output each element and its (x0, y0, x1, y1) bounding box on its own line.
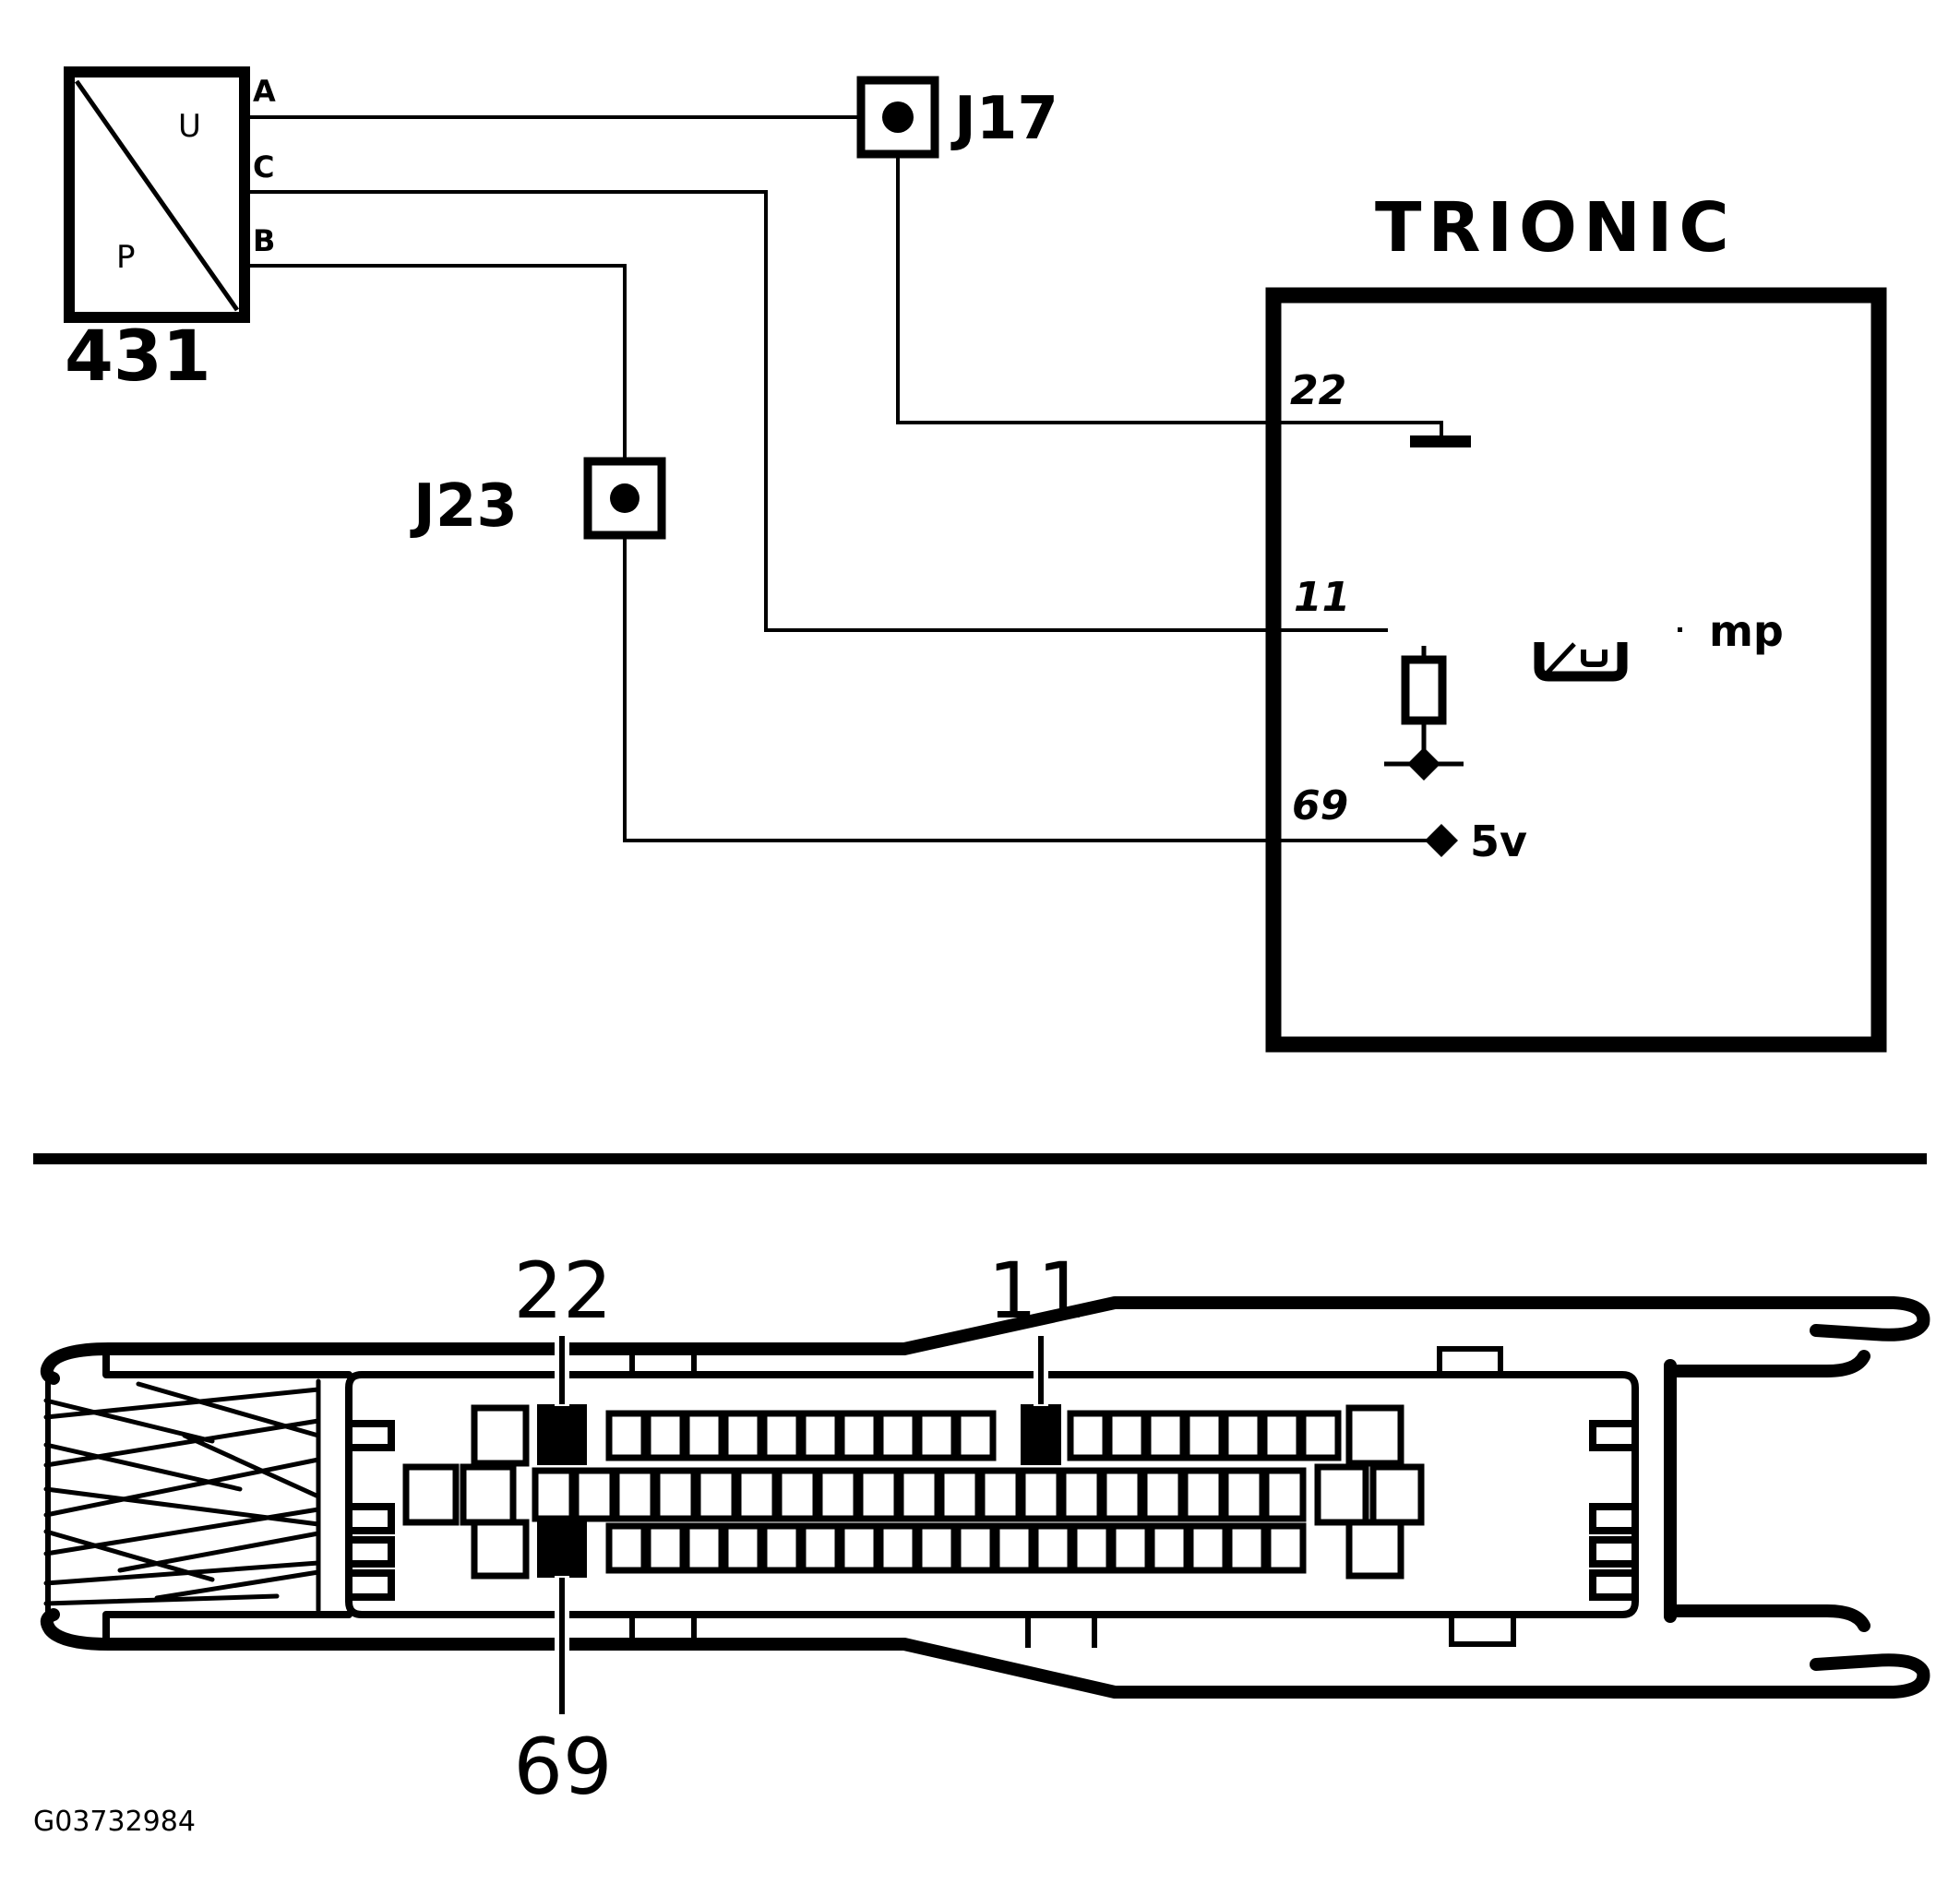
ground-symbol (1410, 435, 1471, 447)
housing-tabs (629, 1345, 1516, 1648)
pin-row-bottom (471, 1519, 1404, 1580)
callout-pin-69: 69 (514, 1722, 613, 1812)
pin-row-top (471, 1404, 1404, 1467)
ecu-pin22-label: 22 (1290, 367, 1346, 414)
sensor-pin-a-label: A (253, 74, 276, 109)
supply-node-diamond (1425, 824, 1458, 857)
ecu-title: TRIONIC (1375, 188, 1736, 268)
pressure-temp-sensor-431: U P 431 (64, 66, 250, 397)
wire-b-to-pin69 (246, 264, 1428, 842)
junction-dot (610, 483, 639, 513)
ecu-internal-label: mp (1709, 606, 1784, 656)
junction-j23: J23 (410, 457, 666, 541)
ecu-pin69-label: 69 (1292, 782, 1348, 829)
junction-j17: J17 (856, 76, 1058, 159)
sensor-symbol-u: U (178, 108, 201, 145)
pin-69-black (537, 1519, 587, 1578)
pin-callout-leaders (555, 1334, 1048, 1718)
supply-label: 5v (1470, 817, 1527, 866)
sensor-pin-b-label: B (253, 223, 275, 258)
gauge-symbol (1534, 642, 1628, 682)
stray-mark (1678, 627, 1682, 632)
callout-pin-11: 11 (988, 1246, 1087, 1336)
junction-j17-label: J17 (950, 85, 1058, 153)
wire-bundle-hatch (43, 1378, 321, 1613)
ecu-pin11-label: 11 (1294, 574, 1350, 621)
wire-j17-to-pin22 (896, 132, 1443, 435)
sensor-pin-c-label: C (253, 149, 274, 185)
wires (246, 115, 1443, 842)
sensor-id-label: 431 (65, 315, 211, 397)
junction-dot (882, 101, 914, 133)
figure-id: G03732984 (33, 1806, 196, 1838)
connector-outline (40, 1296, 1930, 1699)
wire-c-to-pin11 (246, 190, 1388, 632)
callout-pin-22: 22 (514, 1246, 613, 1336)
sensor-symbol-p: P (116, 239, 136, 276)
retaining-bracket (1664, 1350, 1870, 1632)
section-divider (33, 1153, 1927, 1164)
trionic-ecu: TRIONIC 22 11 69 mp 5v (1265, 188, 1887, 1053)
pin-22-black (537, 1404, 587, 1465)
pin-11-black (1021, 1404, 1061, 1465)
internal-resistor (1384, 646, 1464, 781)
pin-row-middle (402, 1463, 1425, 1526)
junction-j23-label: J23 (410, 472, 518, 541)
